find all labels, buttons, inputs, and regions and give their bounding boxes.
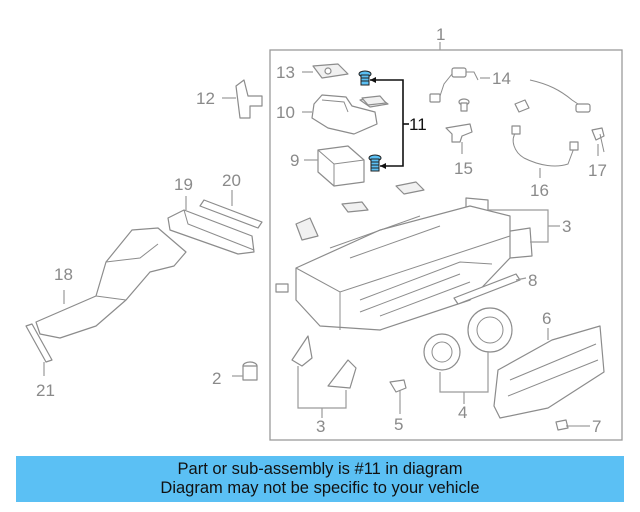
- part-1-main-assembly: [275, 205, 511, 331]
- part-11-bolt-top: [358, 70, 372, 86]
- callout-20: 20: [222, 171, 241, 190]
- part-6-cover: [493, 325, 605, 419]
- callout-19: 19: [174, 175, 193, 194]
- callout-10: 10: [276, 103, 295, 122]
- callout-13: 13: [276, 63, 295, 82]
- callout-6: 6: [542, 309, 551, 328]
- callout-14: 14: [492, 69, 511, 88]
- part-20-seal: [199, 190, 263, 229]
- part-14-harness: [429, 67, 490, 112]
- callout-8: 8: [528, 271, 537, 290]
- part-cable-top: [514, 79, 591, 113]
- callout-4: 4: [458, 403, 467, 422]
- part-9-box: [304, 145, 365, 187]
- part-4-fans: [423, 307, 513, 404]
- callout-18: 18: [54, 265, 73, 284]
- callout-21: 21: [36, 381, 55, 400]
- part-8-strip: [453, 273, 527, 305]
- part-5-screw: [389, 379, 407, 414]
- part-19-duct: [167, 196, 255, 255]
- assembly-frame: [269, 49, 623, 441]
- callout-3-upper: 3: [562, 217, 571, 236]
- callout-5: 5: [394, 415, 403, 434]
- part-13-bracket: [302, 63, 349, 79]
- part-3-bracket-lower: [291, 335, 357, 418]
- banner-line-1: Part or sub-assembly is #11 in diagram: [177, 460, 463, 478]
- parts-diagram: 1 2 3 3 4 5 6 7 8 9 11 10 12 13 14 15 16…: [25, 25, 623, 441]
- part-18-duct: [35, 227, 187, 339]
- banner-line-2: Diagram may not be specific to your vehi…: [160, 479, 480, 497]
- info-banner: Part or sub-assembly is #11 in diagram D…: [16, 456, 624, 502]
- callout-1: 1: [436, 25, 445, 44]
- callout-7: 7: [592, 417, 601, 436]
- part-17-bolt: [591, 127, 605, 156]
- part-11-bolt-bottom: [368, 154, 382, 172]
- part-7-bolt: [555, 419, 590, 431]
- part-15-clip: [445, 123, 473, 154]
- part-2-plug: [232, 361, 258, 381]
- callout-9: 9: [290, 151, 299, 170]
- part-12-bracket: [222, 79, 263, 119]
- part-11-leader: [370, 77, 409, 169]
- part-16-hose: [511, 125, 579, 178]
- part-21-rod: [25, 323, 53, 376]
- callout-16: 16: [530, 181, 549, 200]
- callout-3-lower: 3: [316, 417, 325, 436]
- callout-15: 15: [454, 159, 473, 178]
- callout-2: 2: [212, 369, 221, 388]
- callout-12: 12: [196, 89, 215, 108]
- callout-11: 11: [409, 115, 427, 134]
- callout-17: 17: [588, 161, 607, 180]
